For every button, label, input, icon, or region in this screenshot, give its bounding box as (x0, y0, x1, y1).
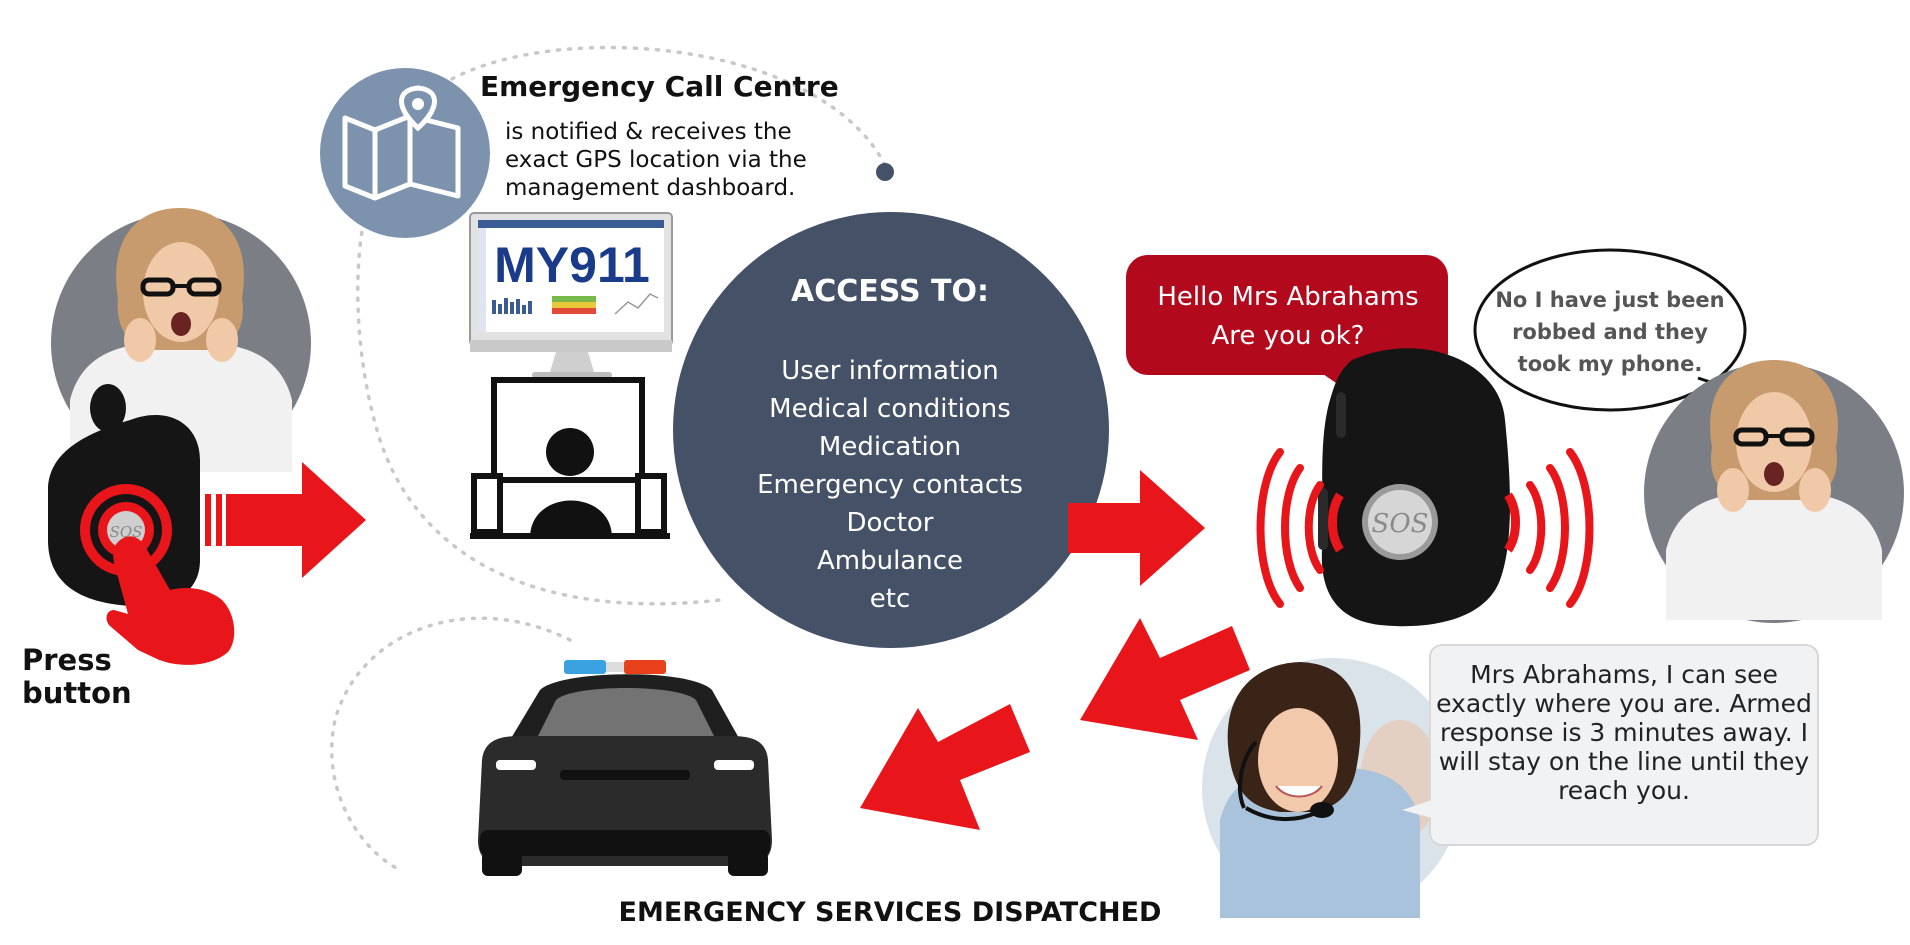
access-item: Medication (818, 432, 962, 462)
operator-speech-text: Hello Mrs Abrahams Are you ok? (1130, 278, 1446, 356)
dashboard-logo: MY911 (494, 237, 650, 293)
arc-end-dot (876, 163, 894, 181)
access-item: etc (869, 584, 911, 614)
dashboard-mini-line (614, 293, 659, 315)
call-centre-title: Emergency Call Centre (480, 70, 839, 103)
call-operator-portrait (1202, 658, 1462, 918)
press-line-2: button (22, 676, 132, 710)
dashboard-mini-heatmap (552, 296, 596, 314)
dashboard-monitor: MY911 (469, 212, 673, 378)
dotted-arc-top (356, 45, 887, 606)
police-car (478, 660, 772, 876)
dotted-arc-bottom (330, 616, 572, 872)
access-item: Doctor (846, 508, 934, 538)
operator-speech-line-1: Hello Mrs Abrahams (1157, 282, 1419, 312)
access-circle (673, 212, 1109, 648)
sos-label-left: SOS (110, 523, 143, 541)
access-item: Medical conditions (769, 394, 1011, 424)
reply-speech-bubble (1402, 644, 1819, 846)
arrow-right-1 (205, 462, 366, 578)
footer-caption: EMERGENCY SERVICES DISPATCHED (618, 897, 1162, 928)
arrow-right-2 (1068, 470, 1205, 586)
reply-speech-text: Mrs Abrahams, I can see exactly where yo… (1436, 660, 1812, 805)
user-speech-text: No I have just been robbed and they took… (1495, 288, 1725, 376)
sos-label-right: SOS (1372, 509, 1429, 539)
arrow-downleft-2 (860, 704, 1030, 830)
map-pin-icon (320, 68, 490, 238)
access-item: Ambulance (816, 546, 964, 576)
call-centre-description: is notified & receives the exact GPS loc… (505, 119, 807, 201)
sos-pendant-right: SOS (1318, 348, 1520, 627)
access-title: ACCESS TO: (790, 274, 990, 309)
access-item: Emergency contacts (757, 470, 1023, 500)
sos-pendant-left: SOS (48, 384, 200, 607)
dashboard-mini-bars (492, 298, 532, 314)
operator-speech-line-2: Are you ok? (1211, 321, 1365, 351)
ringing-waves-icon (1256, 448, 1594, 608)
access-item: User information (781, 356, 999, 386)
woman-portrait-right (1644, 360, 1904, 623)
operator-silhouette-icon (470, 377, 670, 539)
arrow-downleft-1 (1080, 618, 1250, 740)
press-button-caption: Press button (22, 644, 132, 710)
pointing-hand-icon (106, 536, 235, 665)
press-line-1: Press (22, 643, 112, 677)
access-list: User information Medical conditions Medi… (680, 352, 1100, 618)
